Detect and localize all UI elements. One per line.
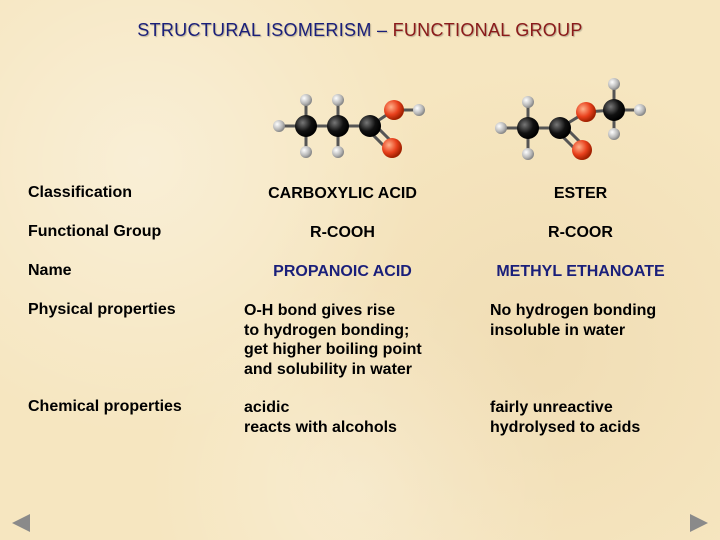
title-separator: –: [376, 20, 388, 40]
physical-properties-acid: O-H bond gives rise to hydrogen bonding;…: [244, 301, 422, 379]
methyl-ethanoate-molecule: [495, 78, 646, 160]
triangle-left-icon[interactable]: [12, 514, 30, 532]
hydrogen-atom: [300, 146, 312, 158]
triangle-right-icon[interactable]: [690, 514, 708, 532]
hydrogen-atom: [332, 146, 344, 158]
name-ester: METHYL ETHANOATE: [496, 263, 665, 280]
hydrogen-atom: [522, 96, 534, 108]
classification-acid: CARBOXYLIC ACID: [268, 185, 417, 202]
oxygen-atom: [576, 102, 596, 122]
chemical-ester-line: fairly unreactive: [490, 399, 613, 416]
physical-acid-line: O-H bond gives rise: [244, 302, 396, 319]
chemical-acid-line: acidic: [244, 399, 290, 416]
chemical-ester-line: hydrolysed to acids: [490, 418, 641, 436]
page-title: STRUCTURAL ISOMERISM – FUNCTIONAL GROUP: [0, 20, 720, 41]
chemical-properties-acid: acidic reacts with alcohols: [244, 398, 397, 437]
chemical-acid-line: reacts with alcohols: [244, 418, 397, 436]
functional-group-acid: R-COOH: [310, 224, 375, 241]
physical-acid-line: to hydrogen bonding;: [244, 321, 410, 339]
carbon-atom: [327, 115, 349, 137]
oxygen-atom: [384, 100, 404, 120]
name-acid: PROPANOIC ACID: [273, 263, 412, 280]
classification-ester: ESTER: [553, 185, 608, 202]
physical-ester-line: insoluble in water: [490, 321, 626, 339]
hydrogen-atom: [608, 128, 620, 140]
physical-ester-line: No hydrogen bonding: [490, 302, 657, 319]
functional-group-ester: R-COOR: [548, 224, 613, 241]
hydrogen-atom: [608, 78, 620, 90]
propanoic-acid-molecule: [273, 94, 425, 158]
oxygen-atom: [382, 138, 402, 158]
carbon-atom: [295, 115, 317, 137]
carbon-atom: [517, 117, 539, 139]
row-label-chemical-properties: Chemical properties: [28, 398, 182, 415]
chemical-properties-ester: fairly unreactive hydrolysed to acids: [490, 398, 640, 437]
row-label-functional-group: Functional Group: [28, 223, 162, 240]
hydrogen-atom: [522, 148, 534, 160]
hydrogen-atom: [300, 94, 312, 106]
title-part1: STRUCTURAL ISOMERISM: [137, 20, 372, 40]
hydrogen-atom: [634, 104, 646, 116]
hydrogen-atom: [413, 104, 425, 116]
hydrogen-atom: [273, 120, 285, 132]
row-label-name: Name: [28, 262, 72, 279]
carbon-atom: [359, 115, 381, 137]
row-label-physical-properties: Physical properties: [28, 301, 176, 318]
carbon-atom: [549, 117, 571, 139]
physical-acid-line: get higher boiling point: [244, 341, 422, 358]
title-part2: FUNCTIONAL GROUP: [392, 20, 583, 40]
row-label-classification: Classification: [28, 184, 133, 201]
hydrogen-atom: [495, 122, 507, 134]
physical-acid-line: and solubility in water: [244, 360, 413, 378]
hydrogen-atom: [332, 94, 344, 106]
carbon-atom: [603, 99, 625, 121]
physical-properties-ester: No hydrogen bonding insoluble in water: [490, 301, 656, 340]
oxygen-atom: [572, 140, 592, 160]
